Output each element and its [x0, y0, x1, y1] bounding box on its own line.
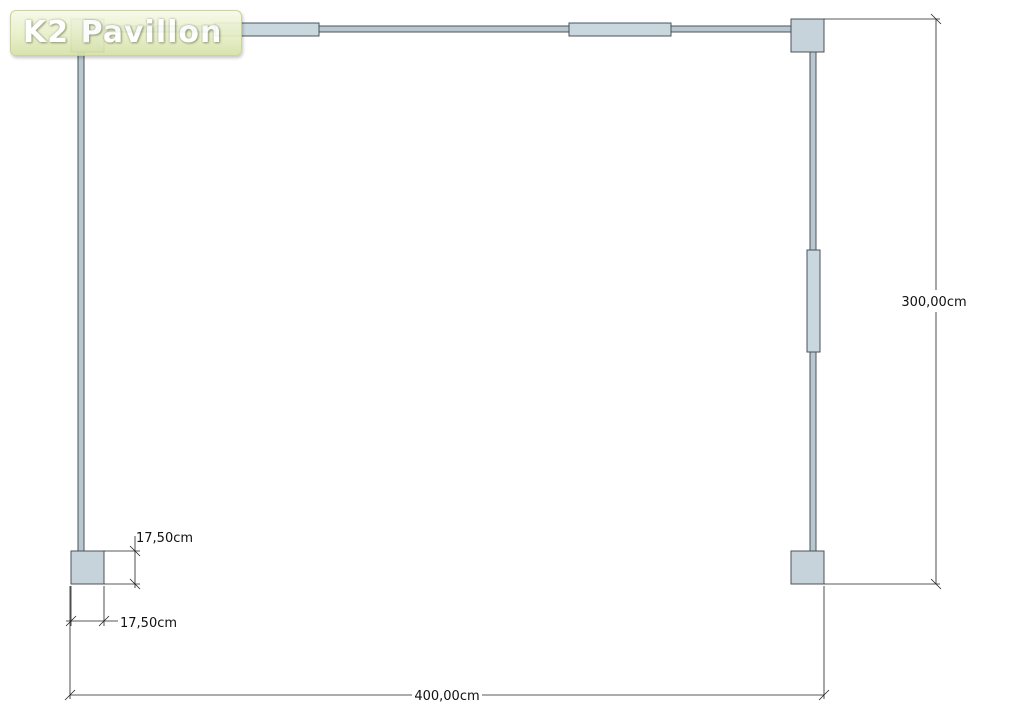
dimension-lines	[64, 13, 942, 701]
post-bottom-left	[70, 550, 105, 585]
dimension-post-width-label: 17,50cm	[120, 616, 177, 631]
post-bottom-right	[790, 550, 825, 585]
dimension-width-label: 400,00cm	[414, 689, 479, 704]
panels	[214, 22, 821, 353]
panel-right	[806, 249, 821, 353]
dimension-depth-label: 300,00cm	[901, 295, 966, 310]
brand-logo-text: K2 Pavillon	[23, 15, 223, 50]
posts	[70, 18, 825, 585]
wall-left	[77, 51, 85, 553]
brand-logo: K2 Pavillon	[10, 10, 242, 56]
dimension-post-depth-label: 17,50cm	[136, 531, 193, 546]
post-top-right	[790, 18, 825, 53]
walls	[77, 25, 817, 553]
panel-top-right	[568, 22, 672, 37]
